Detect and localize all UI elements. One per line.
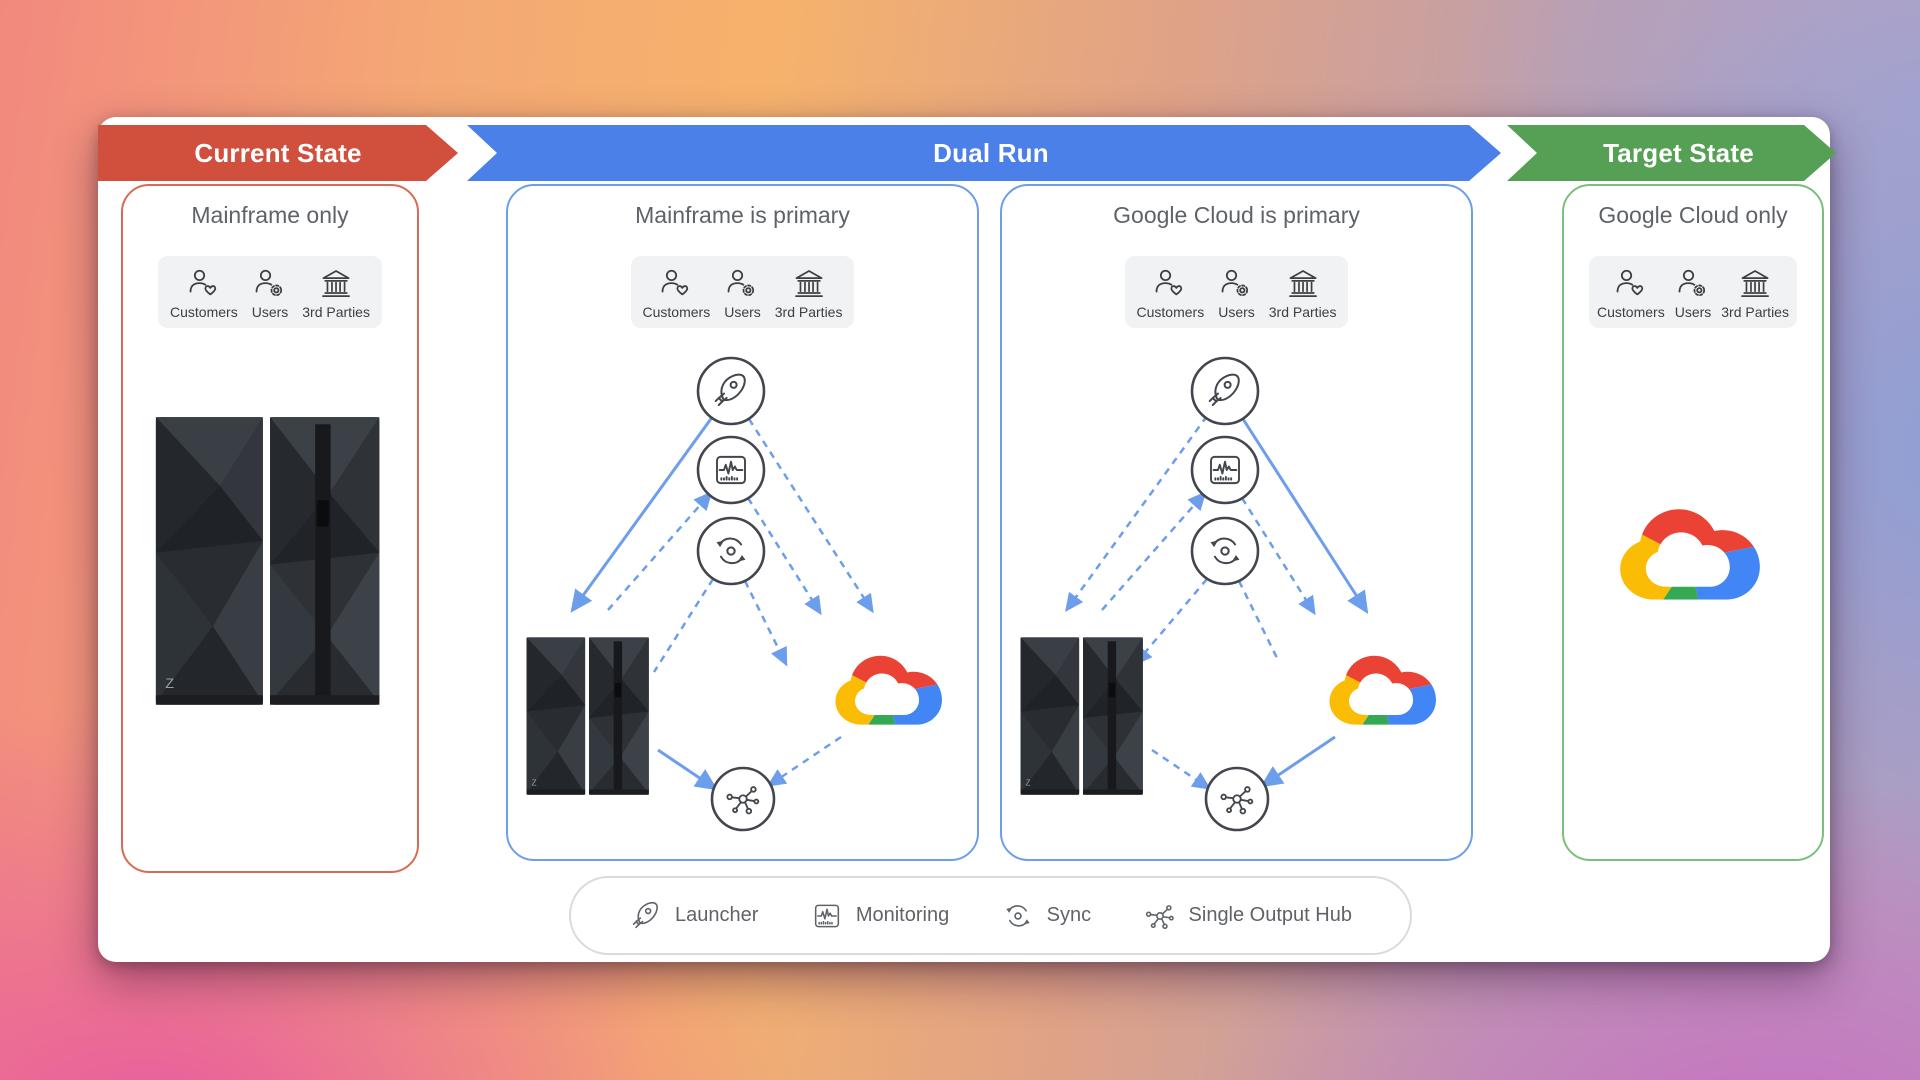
- sync-node: [1190, 516, 1260, 586]
- panel-title: Mainframe is primary: [635, 202, 850, 228]
- bank-icon: [318, 266, 354, 302]
- audience-users: Users: [251, 266, 289, 320]
- audience-label: Users: [1218, 304, 1255, 320]
- audience-3rd-parties: 3rd Parties: [302, 266, 370, 320]
- diagram-card: Current State Dual Run Target State Main…: [98, 117, 1830, 962]
- legend: Launcher Monitoring Sync Single Output H…: [569, 876, 1412, 955]
- sync-node: [696, 516, 766, 586]
- person-heart-icon: [1152, 266, 1188, 302]
- audience-box: Customers Users 3rd Parties: [1124, 256, 1349, 328]
- audience-3rd-parties: 3rd Parties: [1268, 266, 1337, 320]
- stage-arrow-target-state: Target State: [1507, 125, 1836, 181]
- stage-arrow-dual-run: Dual Run: [467, 125, 1501, 181]
- ibm-z-mainframe-image: [526, 637, 649, 795]
- bank-icon: [1285, 266, 1321, 302]
- monitoring-node: [1190, 435, 1260, 505]
- audience-box: Customers Users 3rd Parties: [158, 256, 382, 328]
- panel-target-state: Google Cloud only Customers Users 3rd Pa…: [1562, 184, 1824, 861]
- ibm-z-mainframe-image: [1020, 637, 1143, 795]
- panel-title: Google Cloud is primary: [1113, 202, 1360, 228]
- audience-label: 3rd Parties: [774, 304, 843, 320]
- person-heart-icon: [658, 266, 694, 302]
- monitoring-icon: [810, 899, 844, 933]
- google-cloud-logo: [1613, 502, 1773, 614]
- bank-icon: [791, 266, 827, 302]
- person-gear-icon: [724, 266, 760, 302]
- audience-customers: Customers: [170, 266, 238, 320]
- audience-label: Customers: [1597, 304, 1665, 320]
- google-cloud-logo: [820, 638, 957, 740]
- panel-mainframe-primary: Mainframe is primary Customers Users 3rd…: [506, 184, 979, 861]
- audience-label: 3rd Parties: [1268, 304, 1337, 320]
- sync-icon: [1001, 899, 1035, 933]
- panel-google-cloud-primary: Google Cloud is primary Customers Users …: [1000, 184, 1473, 861]
- ibm-z-mainframe-image: [151, 410, 389, 719]
- stage-label-current-state: Current State: [194, 137, 362, 168]
- panel-title: Mainframe only: [191, 202, 349, 228]
- stage-label-target-state: Target State: [1603, 137, 1754, 168]
- legend-single-output-hub: Single Output Hub: [1143, 899, 1352, 933]
- audience-users: Users: [1674, 266, 1712, 320]
- stage-label-dual-run: Dual Run: [933, 137, 1049, 168]
- audience-label: Customers: [1136, 304, 1205, 320]
- mainframe-primary-flow-diagram: [526, 356, 977, 832]
- person-gear-icon: [1675, 266, 1711, 302]
- audience-label: Users: [251, 304, 289, 320]
- audience-label: Customers: [170, 304, 238, 320]
- person-heart-icon: [1613, 266, 1649, 302]
- hub-icon: [1143, 899, 1177, 933]
- bank-icon: [1737, 266, 1773, 302]
- audience-users: Users: [724, 266, 761, 320]
- monitoring-node: [696, 435, 766, 505]
- legend-label: Sync: [1046, 904, 1092, 926]
- audience-customers: Customers: [642, 266, 711, 320]
- audience-label: Customers: [642, 304, 711, 320]
- panel-current-state: Mainframe only Customers Users 3rd Parti…: [121, 184, 419, 873]
- audience-3rd-parties: 3rd Parties: [1721, 266, 1789, 320]
- launcher-node: [696, 356, 766, 426]
- legend-label: Launcher: [675, 904, 759, 926]
- legend-sync: Sync: [1001, 899, 1091, 933]
- launcher-node: [1190, 356, 1260, 426]
- legend-monitoring: Monitoring: [810, 899, 949, 933]
- rocket-icon: [629, 899, 663, 933]
- audience-label: 3rd Parties: [302, 304, 370, 320]
- stage-arrow-current-state: Current State: [98, 125, 458, 181]
- audience-label: Users: [1674, 304, 1712, 320]
- audience-customers: Customers: [1136, 266, 1205, 320]
- person-gear-icon: [1218, 266, 1254, 302]
- audience-3rd-parties: 3rd Parties: [774, 266, 843, 320]
- audience-label: Users: [724, 304, 761, 320]
- legend-label: Single Output Hub: [1188, 904, 1352, 926]
- hub-node: [710, 766, 776, 832]
- audience-users: Users: [1218, 266, 1255, 320]
- audience-box: Customers Users 3rd Parties: [1589, 256, 1797, 328]
- legend-label: Monitoring: [855, 904, 950, 926]
- audience-label: 3rd Parties: [1721, 304, 1789, 320]
- panel-title: Google Cloud only: [1598, 202, 1788, 228]
- google-cloud-logo: [1314, 638, 1451, 740]
- person-heart-icon: [186, 266, 222, 302]
- audience-customers: Customers: [1597, 266, 1665, 320]
- person-gear-icon: [252, 266, 288, 302]
- legend-launcher: Launcher: [629, 899, 758, 933]
- hub-node: [1204, 766, 1270, 832]
- audience-box: Customers Users 3rd Parties: [630, 256, 855, 328]
- google-cloud-primary-flow-diagram: [1020, 356, 1471, 832]
